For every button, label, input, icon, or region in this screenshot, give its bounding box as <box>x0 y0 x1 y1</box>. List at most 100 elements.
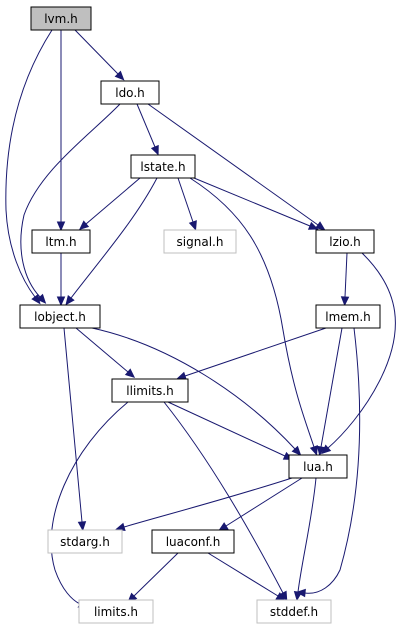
edge-line <box>74 29 119 75</box>
nodes-layer: lvm.h ldo.h lstate.h ltm.h signal.h lzio… <box>19 6 381 624</box>
edge-line <box>163 401 284 594</box>
edge-llimits-to-stddef <box>163 401 288 602</box>
node-lobject-h[interactable]: lobject.h <box>19 304 101 329</box>
edge-line <box>189 177 315 448</box>
arrowhead-icon <box>65 295 75 306</box>
edge-lstate-to-ltm <box>78 177 141 230</box>
node-lua-h[interactable]: lua.h <box>288 454 348 479</box>
node-ldo-h[interactable]: ldo.h <box>100 80 160 105</box>
edge-lvm-to-ltm <box>56 30 66 232</box>
node-lstate-h[interactable]: lstate.h <box>130 154 196 179</box>
edge-lstate-to-lua <box>189 177 318 456</box>
arrowhead-icon <box>115 522 126 531</box>
edge-lobject-to-llimits <box>75 327 136 378</box>
arrowhead-icon <box>316 445 326 457</box>
arrowhead-icon <box>56 296 66 307</box>
node-label: ltm.h <box>45 235 76 249</box>
edge-lstate-to-lobject <box>65 177 158 306</box>
node-llimits-h[interactable]: llimits.h <box>111 378 189 403</box>
edge-line <box>91 327 296 450</box>
edge-line <box>344 252 348 298</box>
edge-line <box>20 103 121 298</box>
arrowhead-icon <box>114 70 125 81</box>
edge-line <box>50 401 129 605</box>
arrowhead-icon <box>56 221 66 232</box>
node-label: luaconf.h <box>166 535 221 549</box>
edge-lstate-to-lzio <box>193 177 319 230</box>
arrowhead-icon <box>188 220 197 231</box>
arrowhead-icon <box>315 221 326 231</box>
node-ltm-h[interactable]: ltm.h <box>31 229 91 254</box>
edge-lzio-to-lmem <box>340 252 350 307</box>
edge-line <box>85 177 141 225</box>
node-stddef-h[interactable]: stddef.h <box>256 599 332 624</box>
edge-ldo-to-lstate <box>136 103 159 156</box>
node-label: lua.h <box>303 460 333 474</box>
edge-lua-to-stdarg <box>115 477 293 531</box>
edge-luaconf-to-limits <box>127 552 179 603</box>
node-lmem-h[interactable]: lmem.h <box>315 304 381 329</box>
node-label: stdarg.h <box>60 535 110 549</box>
edge-line <box>5 29 53 298</box>
node-label: lvm.h <box>44 12 78 26</box>
arrowhead-icon <box>307 221 319 230</box>
edge-lzio-to-lua <box>321 252 396 455</box>
edge-lua-to-stddef <box>293 477 317 602</box>
edge-line <box>63 327 83 523</box>
node-limits-h[interactable]: limits.h <box>78 599 154 624</box>
edge-line <box>320 327 343 448</box>
arrowhead-icon <box>309 445 318 456</box>
edge-line <box>167 401 286 457</box>
arrowhead-icon <box>78 220 90 230</box>
node-stdarg-h[interactable]: stdarg.h <box>47 529 123 554</box>
edge-line <box>133 552 179 597</box>
edge-line <box>193 177 311 227</box>
edge-lvm-to-ldo <box>74 29 125 81</box>
edge-lstate-to-signal <box>177 177 197 231</box>
edge-ltm-to-lobject <box>56 253 66 307</box>
node-label: stddef.h <box>270 605 318 619</box>
edge-luaconf-to-stddef <box>207 552 286 601</box>
arrowhead-icon <box>150 144 159 156</box>
edge-line <box>136 103 156 148</box>
node-lvm-h[interactable]: lvm.h <box>30 6 92 31</box>
node-luaconf-h[interactable]: luaconf.h <box>151 529 235 554</box>
edge-line <box>75 327 129 373</box>
node-label: lzio.h <box>329 235 361 249</box>
node-lzio-h[interactable]: lzio.h <box>315 229 375 254</box>
edge-lvm-to-lobject <box>5 29 53 305</box>
edge-lobject-to-lua <box>91 327 302 456</box>
arrowhead-icon <box>291 445 302 456</box>
arrowhead-icon <box>218 522 229 531</box>
edge-ldo-to-lobject <box>20 103 121 304</box>
edge-line <box>297 477 317 593</box>
edge-lmem-to-lua <box>316 327 343 457</box>
arrowhead-icon <box>124 368 136 378</box>
arrowhead-icon <box>36 293 47 304</box>
edge-line <box>70 177 158 299</box>
edge-line <box>225 477 303 527</box>
edge-line <box>327 252 396 449</box>
edges-layer <box>5 29 396 609</box>
node-label: lobject.h <box>34 310 86 324</box>
node-label: ldo.h <box>115 86 145 100</box>
edge-lua-to-luaconf <box>218 477 303 531</box>
arrowhead-icon <box>77 521 87 532</box>
edge-lobject-to-stdarg <box>63 327 87 532</box>
node-label: signal.h <box>177 235 224 249</box>
edge-llimits-to-lua <box>167 401 294 460</box>
arrowhead-icon <box>340 296 350 307</box>
node-label: limits.h <box>94 605 138 619</box>
node-label: lmem.h <box>325 310 371 324</box>
edge-ldo-to-lzio <box>147 103 326 231</box>
edge-line <box>207 552 279 597</box>
node-label: lstate.h <box>140 160 185 174</box>
arrowhead-icon <box>293 590 303 602</box>
arrowhead-icon <box>176 371 187 380</box>
node-label: llimits.h <box>126 384 173 398</box>
edge-line <box>177 177 194 223</box>
edge-line <box>123 477 293 528</box>
edge-line <box>184 327 327 377</box>
node-signal-h[interactable]: signal.h <box>163 229 237 254</box>
